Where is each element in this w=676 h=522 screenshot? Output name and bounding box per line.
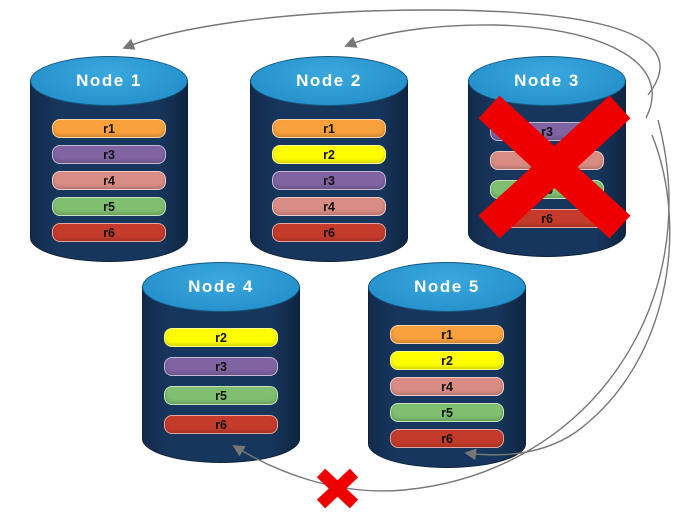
- node-1-record-r3: r3: [52, 145, 166, 164]
- node-2-header: Node 2: [250, 56, 408, 106]
- node-1-record-r1: r1: [52, 119, 166, 138]
- node-3: Node 3 r3 r4 r5 r6: [468, 56, 626, 257]
- node-1-label: Node 1: [76, 71, 142, 90]
- node-3-record-r6: r6: [490, 209, 604, 228]
- node-5-record-r4: r4: [390, 377, 504, 396]
- node-1-record-r4: r4: [52, 171, 166, 190]
- node-3-header: Node 3: [468, 56, 626, 106]
- node-5-record-r1: r1: [390, 325, 504, 344]
- node-2-body: r1 r2 r3 r4 r6: [250, 80, 408, 262]
- node-3-record-r3: r3: [490, 122, 604, 141]
- node-5-record-r6: r6: [390, 429, 504, 448]
- node-4-record-r6: r6: [164, 415, 278, 434]
- node-4: Node 4 r2 r3 r5 r6: [142, 262, 300, 463]
- node-2-record-r3: r3: [272, 171, 386, 190]
- node-3-body: r3 r4 r5 r6: [468, 80, 626, 257]
- node-2-label: Node 2: [296, 71, 362, 90]
- node-2-records: r1 r2 r3 r4 r6: [251, 119, 407, 242]
- node-2-record-r6: r6: [272, 223, 386, 242]
- node-4-record-r3: r3: [164, 357, 278, 376]
- node-4-record-r5: r5: [164, 386, 278, 405]
- node-5-record-r2: r2: [390, 351, 504, 370]
- node-4-body: r2 r3 r5 r6: [142, 286, 300, 463]
- node-5-label: Node 5: [414, 277, 480, 296]
- node-1-header: Node 1: [30, 56, 188, 106]
- node-3-records: r3 r4 r5 r6: [469, 122, 625, 228]
- node-4-records: r2 r3 r5 r6: [143, 328, 299, 434]
- node-1-records: r1 r3 r4 r5 r6: [31, 119, 187, 242]
- node-2-record-r2: r2: [272, 145, 386, 164]
- node-5-header: Node 5: [368, 262, 526, 312]
- broken-link-x-icon: [316, 468, 359, 509]
- node-3-label: Node 3: [514, 71, 580, 90]
- node-1-body: r1 r3 r4 r5 r6: [30, 80, 188, 262]
- node-2: Node 2 r1 r2 r3 r4 r6: [250, 56, 408, 262]
- node-5-body: r1 r2 r4 r5 r6: [368, 286, 526, 468]
- node-3-record-r4: r4: [490, 151, 604, 170]
- node-3-record-r5: r5: [490, 180, 604, 199]
- node-1-record-r6: r6: [52, 223, 166, 242]
- node-2-record-r1: r1: [272, 119, 386, 138]
- node-1: Node 1 r1 r3 r4 r5 r6: [30, 56, 188, 262]
- node-2-record-r4: r4: [272, 197, 386, 216]
- node-4-label: Node 4: [188, 277, 254, 296]
- node-4-record-r2: r2: [164, 328, 278, 347]
- node-5: Node 5 r1 r2 r4 r5 r6: [368, 262, 526, 468]
- node-5-record-r5: r5: [390, 403, 504, 422]
- node-4-header: Node 4: [142, 262, 300, 312]
- node-1-record-r5: r5: [52, 197, 166, 216]
- node-5-records: r1 r2 r4 r5 r6: [369, 325, 525, 448]
